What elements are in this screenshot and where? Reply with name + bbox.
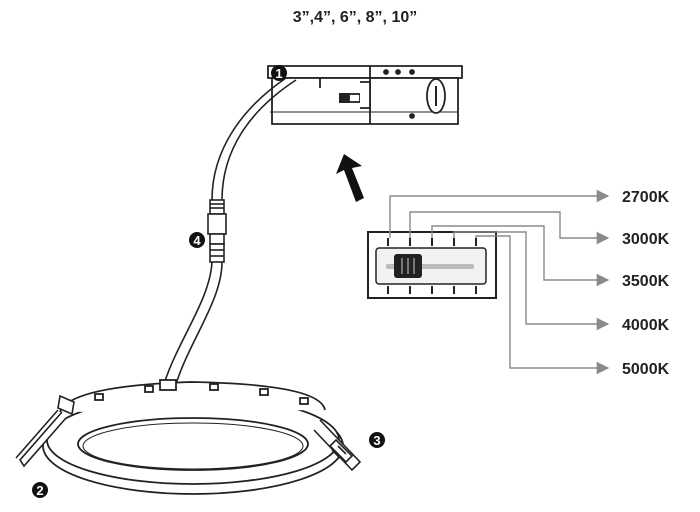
downlight-fixture — [42, 379, 344, 495]
callout-4: 4 — [189, 232, 205, 248]
callout-2: 2 — [32, 482, 48, 498]
callout-4-label: 4 — [193, 233, 201, 248]
spring-clip-left — [15, 394, 75, 468]
callout-1-label: 1 — [275, 66, 282, 81]
cct-selector-switch — [367, 231, 497, 299]
callout-1: 1 — [271, 65, 287, 81]
cct-labels: 2700K 3000K 3500K 4000K 5000K — [622, 189, 670, 378]
selector-knob[interactable] — [394, 254, 422, 278]
leader-5000k — [475, 235, 610, 375]
junction-box — [267, 65, 463, 125]
spring-clip-right — [313, 419, 362, 472]
leader-4000k — [453, 231, 610, 331]
leader-lines — [389, 189, 610, 375]
cct-label-4000k: 4000K — [622, 317, 670, 334]
leader-3000k — [409, 211, 610, 245]
leader-3500k — [431, 225, 610, 287]
power-cable — [163, 77, 297, 385]
cct-label-3000k: 3000K — [622, 231, 670, 248]
leader-2700k — [389, 189, 610, 238]
cct-label-5000k: 5000K — [622, 361, 670, 378]
callout-3-label: 3 — [373, 433, 380, 448]
up-arrow — [336, 154, 364, 202]
cct-label-2700k: 2700K — [622, 189, 670, 206]
quick-connector — [207, 199, 227, 263]
callout-3: 3 — [369, 432, 385, 448]
cct-label-3500k: 3500K — [622, 273, 670, 290]
callout-2-label: 2 — [36, 483, 43, 498]
sizes-label: 3”,4”, 6”, 8”, 10” — [293, 9, 418, 26]
